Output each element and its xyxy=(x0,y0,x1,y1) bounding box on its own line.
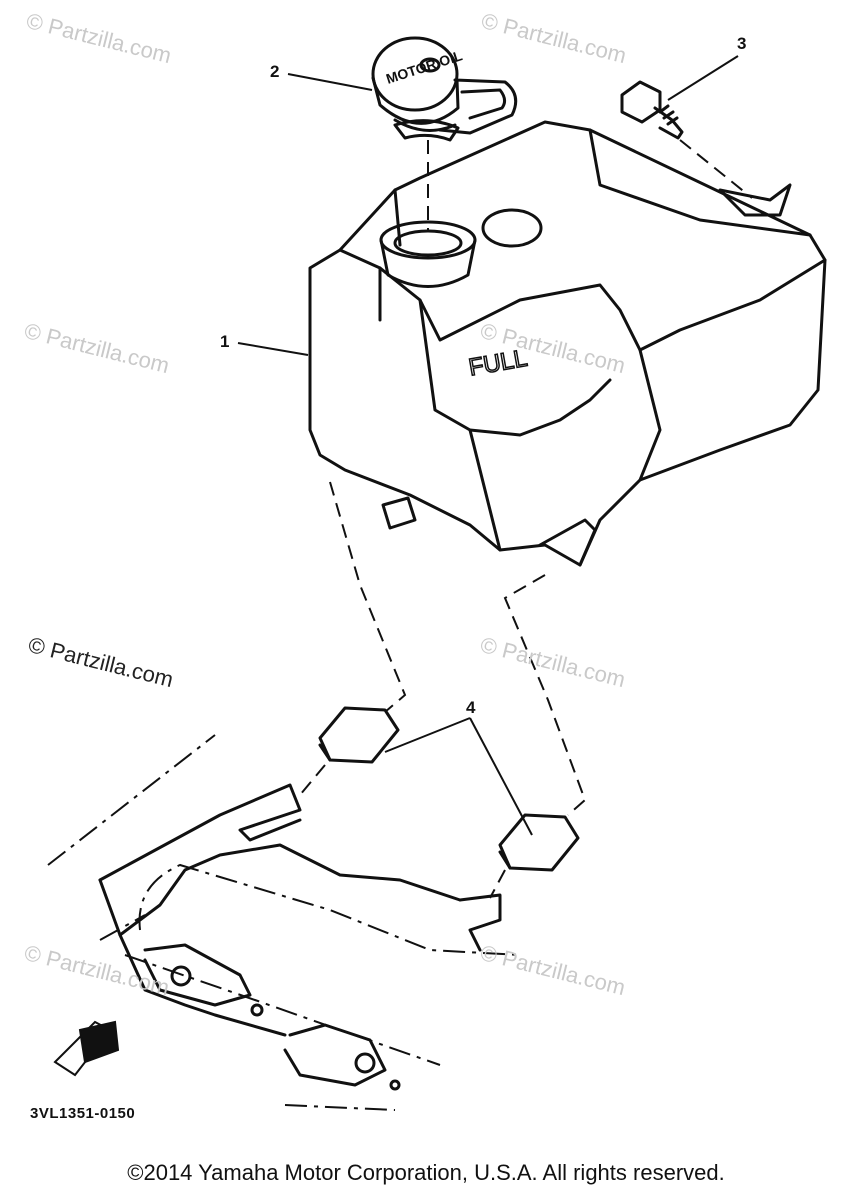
frame-outline-inner xyxy=(138,863,521,956)
diagram-code: 3VL1351-0150 xyxy=(30,1105,136,1122)
assembly-line-left-damper xyxy=(329,481,407,713)
frame-outline-lower xyxy=(99,914,146,941)
callout-2: 2 xyxy=(270,62,280,81)
tank-port xyxy=(481,208,543,248)
frame-outline-edge xyxy=(284,1104,396,1111)
leader-2 xyxy=(287,73,373,91)
bolt xyxy=(620,80,684,140)
assembly-line-right-damper xyxy=(503,574,587,816)
filler-cap xyxy=(371,36,518,135)
copyright-notice: ©2014 Yamaha Motor Corporation, U.S.A. A… xyxy=(127,1160,725,1185)
callout-1: 1 xyxy=(220,332,230,351)
leader-1 xyxy=(237,342,309,356)
damper-pad-left xyxy=(318,706,400,764)
oil-tank xyxy=(308,120,827,567)
assembly-line-right-mount xyxy=(489,869,506,899)
front-direction-arrow-icon xyxy=(53,1020,120,1077)
frame-outline-upper xyxy=(47,734,216,866)
assembly-line-left-mount xyxy=(299,764,326,796)
callout-4: 4 xyxy=(466,698,476,717)
cap-text: MOTOR OIL xyxy=(384,47,465,87)
mounting-bracket xyxy=(98,783,502,1091)
leader-3 xyxy=(667,55,739,101)
leader-4a xyxy=(384,717,471,753)
cap-grommet xyxy=(393,119,460,142)
leader-4b xyxy=(469,717,533,836)
callout-3: 3 xyxy=(737,34,747,53)
frame-outline-bottom xyxy=(124,954,441,1066)
damper-pad-right xyxy=(498,813,580,872)
assembly-line-bolt xyxy=(679,139,753,199)
